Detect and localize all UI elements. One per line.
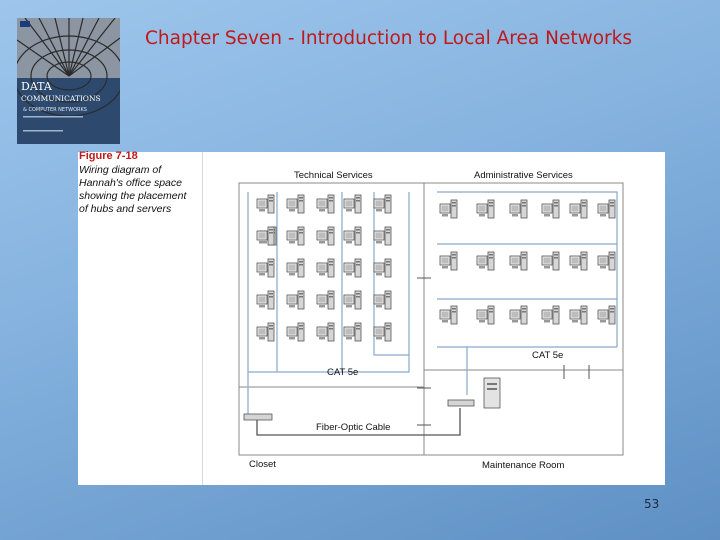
wiring-diagram: Technical Services Administrative Servic… bbox=[238, 170, 624, 471]
label-closet: Closet bbox=[249, 459, 276, 470]
caption-line: showing the placement bbox=[79, 190, 187, 202]
figure-caption: Figure 7-18 Wiring diagram of Hannah's o… bbox=[78, 150, 203, 485]
page-number: 53 bbox=[644, 497, 660, 511]
label-cat5e-right: CAT 5e bbox=[532, 350, 563, 361]
book-cover-art: DATA COMMUNICATIONS & COMPUTER NETWORKS bbox=[17, 18, 120, 144]
server-icon bbox=[483, 377, 501, 409]
label-cat5e-left: CAT 5e bbox=[327, 367, 358, 378]
maintenance-hub bbox=[447, 399, 475, 407]
label-administrative-services: Administrative Services bbox=[474, 170, 573, 181]
cover-title-3: & COMPUTER NETWORKS bbox=[23, 107, 87, 113]
caption-line: of hubs and servers bbox=[79, 203, 172, 215]
label-technical-services: Technical Services bbox=[294, 170, 373, 181]
caption-line: Hannah's office space bbox=[79, 177, 182, 189]
administrative-services-workstations bbox=[439, 199, 616, 325]
caption-line: Wiring diagram of bbox=[79, 164, 162, 176]
book-cover-image: DATA COMMUNICATIONS & COMPUTER NETWORKS bbox=[17, 18, 120, 144]
label-fiber-optic: Fiber-Optic Cable bbox=[316, 422, 390, 433]
figure-number: Figure 7-18 bbox=[79, 150, 138, 162]
slide-title: Chapter Seven - Introduction to Local Ar… bbox=[145, 28, 632, 49]
closet-hub bbox=[243, 413, 273, 421]
cover-title-2: COMMUNICATIONS bbox=[21, 94, 101, 103]
label-maintenance-room: Maintenance Room bbox=[482, 460, 564, 471]
cover-title-1: DATA bbox=[21, 80, 53, 93]
